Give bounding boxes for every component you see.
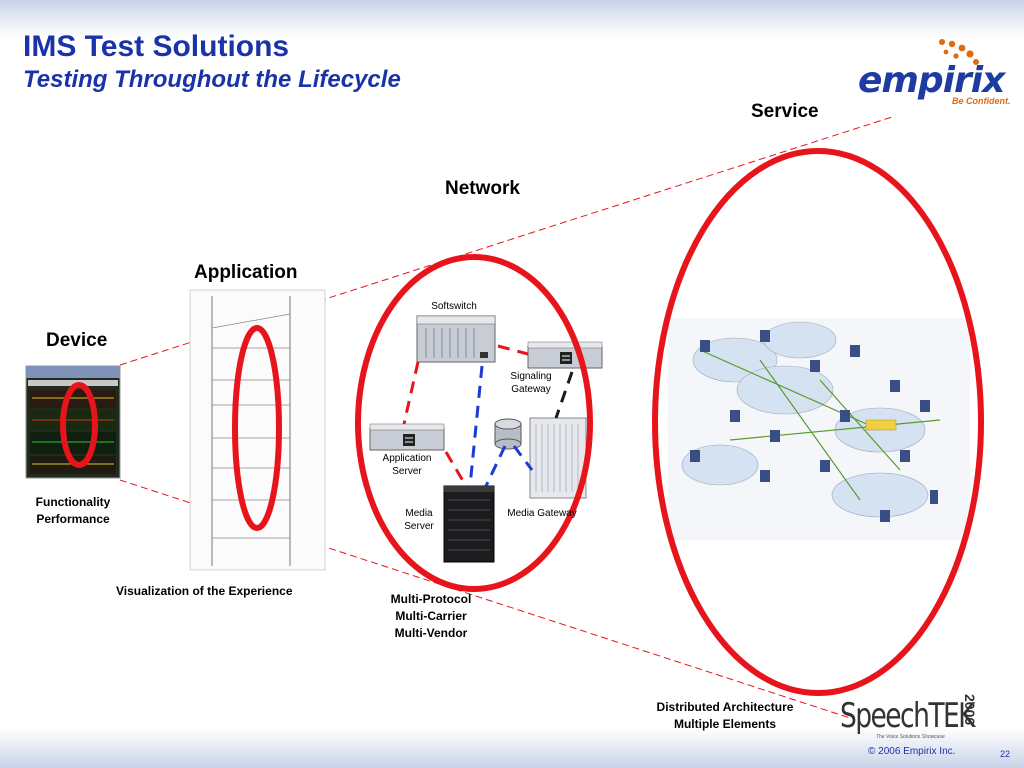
network-links xyxy=(402,344,574,487)
device-caption: Functionality Performance xyxy=(26,494,120,528)
media-gateway-device xyxy=(529,417,587,499)
device-caption-line: Functionality xyxy=(35,495,111,509)
application-server-device xyxy=(369,423,445,451)
application-server-label-line: Application xyxy=(382,453,432,464)
device-highlight xyxy=(60,382,98,468)
logo-wordmark: empirix xyxy=(858,60,1005,101)
network-caption-line: Multi-Protocol xyxy=(390,592,472,606)
empirix-logo: empirix Be Confident. xyxy=(858,38,1014,110)
softswitch-label: Softswitch xyxy=(431,301,477,312)
network-caption-line: Multi-Carrier xyxy=(395,609,467,623)
logo-dots-icon xyxy=(939,39,979,65)
application-highlight xyxy=(232,325,282,531)
network-label: Network xyxy=(445,178,520,199)
footer-band xyxy=(0,728,1024,768)
service-caption-line: Distributed Architecture xyxy=(656,700,794,714)
application-server-label: Application Server xyxy=(372,452,442,478)
copyright: © 2006 Empirix Inc. xyxy=(868,746,956,757)
highlight-ellipses xyxy=(60,148,984,696)
service-highlight xyxy=(652,148,984,696)
signaling-gateway-device xyxy=(527,341,603,369)
device-label: Device xyxy=(46,330,108,351)
network-highlight xyxy=(355,254,593,592)
device-caption-line: Performance xyxy=(36,512,110,526)
service-caption: Distributed Architecture Multiple Elemen… xyxy=(640,699,810,733)
service-network-map xyxy=(668,318,970,540)
media-server-label: Media Server xyxy=(392,507,446,533)
logo-tagline: Be Confident. xyxy=(952,96,1011,106)
application-sequence-diagram xyxy=(189,289,326,571)
application-label: Application xyxy=(194,262,298,283)
slide-subtitle: Testing Throughout the Lifecycle xyxy=(23,66,401,93)
signaling-gateway-label: Signaling Gateway xyxy=(498,370,564,396)
media-server-label-line: Media xyxy=(405,508,433,519)
header-band xyxy=(0,0,1024,38)
slide-title: IMS Test Solutions xyxy=(23,30,290,63)
signaling-gateway-label-line: Gateway xyxy=(511,384,551,395)
application-server-label-line: Server xyxy=(392,466,422,477)
speechtek-year: 2006 xyxy=(962,694,978,726)
service-caption-line: Multiple Elements xyxy=(673,717,777,731)
application-caption: Visualization of the Experience xyxy=(116,584,293,598)
page-number: 22 xyxy=(1000,749,1011,759)
softswitch-device xyxy=(416,315,496,363)
media-server-device xyxy=(443,485,495,563)
router-icon xyxy=(494,418,522,450)
service-label: Service xyxy=(751,101,819,122)
network-caption-line: Multi-Vendor xyxy=(394,626,468,640)
signaling-gateway-label-line: Signaling xyxy=(510,371,552,382)
speechtek-logo: SpeechTEK 2006 The Voice Solutions Showc… xyxy=(838,690,988,740)
speechtek-wordmark: SpeechTEK xyxy=(840,696,976,736)
network-caption: Multi-Protocol Multi-Carrier Multi-Vendo… xyxy=(372,591,490,642)
media-gateway-label: Media Gateway xyxy=(507,508,577,519)
speechtek-tagline: The Voice Solutions Showcase xyxy=(876,734,945,740)
media-server-label-line: Server xyxy=(404,521,434,532)
